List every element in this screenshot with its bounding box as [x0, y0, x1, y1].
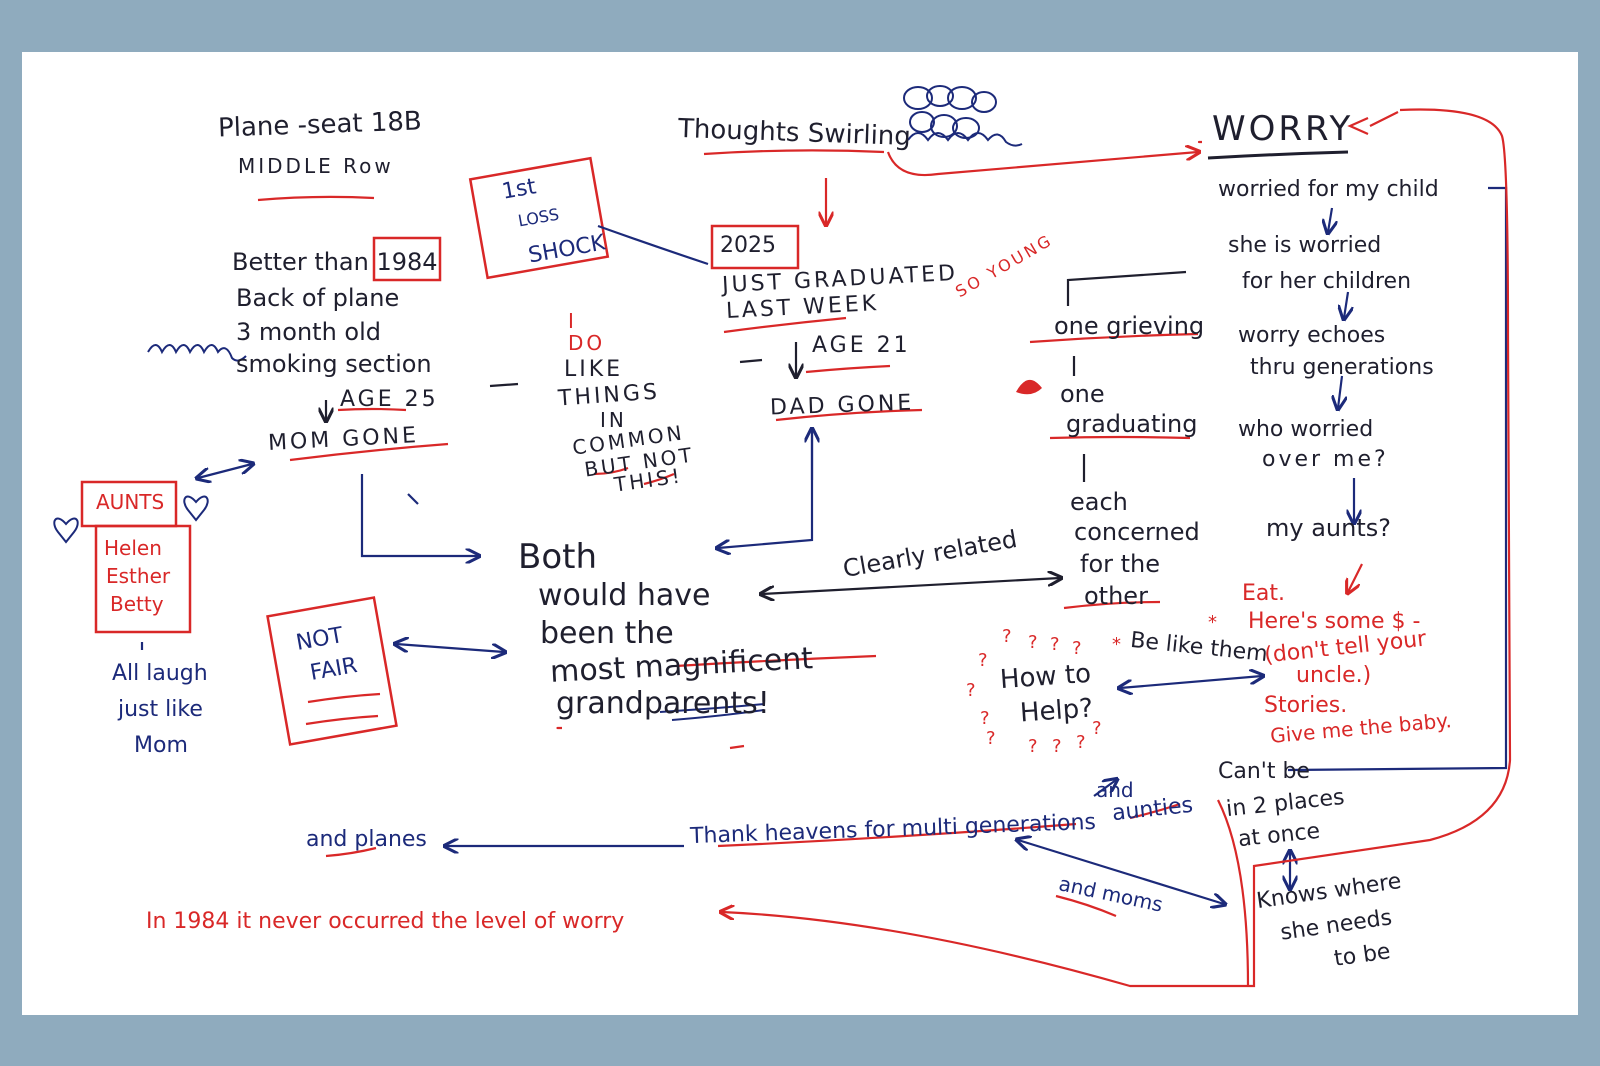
- aunt-name-1: Helen: [104, 536, 162, 560]
- grandparents-underline: [659, 703, 765, 721]
- each-line-3: for the: [1080, 550, 1161, 578]
- both-line-2: would have: [538, 578, 711, 613]
- cant-be-line1: Can't be: [1218, 759, 1310, 784]
- svg-text:?: ?: [1052, 736, 1062, 757]
- svg-text:?: ?: [1092, 718, 1102, 739]
- red-arrows: [722, 108, 1512, 988]
- common-line-1: LIKE: [564, 357, 624, 382]
- heart-icon-left: [53, 517, 79, 544]
- year-2025-box: [710, 224, 800, 270]
- aunt-name-2: Esther: [106, 564, 171, 588]
- loss-box: [468, 156, 610, 280]
- both-line-1: Both: [518, 537, 598, 577]
- svg-text:?: ?: [1072, 638, 1082, 659]
- year-2025-label: 2025: [720, 233, 776, 258]
- back-of-plane-line: Back of plane: [236, 284, 400, 312]
- i-do-label: I DO: [568, 309, 606, 355]
- worry-item-1: worried for my child: [1218, 177, 1439, 202]
- aunts-note-2: just like: [118, 697, 203, 722]
- one-graduating-line2: graduating: [1066, 410, 1198, 438]
- svg-text:?: ?: [1002, 626, 1012, 647]
- how-to-help-line2: Help?: [1018, 693, 1094, 729]
- aunt-tip-5: Stories.: [1264, 693, 1348, 718]
- age-25-label: AGE 25: [340, 387, 439, 412]
- aunts-box: [80, 480, 192, 634]
- middle-row-text: MIDDLE Row: [238, 154, 394, 178]
- heart-icon-right: [183, 495, 209, 522]
- aunt-name-3: Betty: [110, 592, 164, 616]
- aunt-tip-4: uncle.): [1296, 663, 1372, 688]
- svg-text:?: ?: [986, 728, 996, 749]
- loss-box-line1: 1st: [500, 174, 538, 205]
- svg-text:?: ?: [1050, 634, 1060, 655]
- black-connectors: [326, 270, 1187, 594]
- not-fair-box: [266, 596, 398, 746]
- svg-text:*: *: [1208, 612, 1217, 633]
- paper-sheet: [22, 52, 1578, 1015]
- in-1984-label: In 1984 it never occurred the level of w…: [146, 909, 625, 934]
- three-month-old-line: 3 month old: [236, 318, 382, 346]
- each-line-1: each: [1070, 488, 1128, 516]
- svg-text:?: ?: [1076, 732, 1086, 753]
- svg-text:?: ?: [966, 680, 976, 701]
- smoking-section-line: smoking section: [236, 350, 432, 378]
- swirl-scribble: [903, 85, 1023, 147]
- worry-item-4b: over me?: [1262, 447, 1389, 472]
- worry-item-5: my aunts?: [1266, 514, 1391, 542]
- better-than-line: Better than 1984: [232, 248, 438, 276]
- svg-text:?: ?: [978, 650, 988, 671]
- aunt-tip-1: Eat.: [1242, 581, 1286, 606]
- age-21-label: AGE 21: [812, 333, 911, 358]
- and-aunties-line1: and: [1096, 778, 1134, 802]
- worry-underline: [1207, 150, 1349, 160]
- aunts-note-3: Mom: [134, 733, 188, 758]
- svg-text:*: *: [1112, 634, 1121, 655]
- one-graduating-line1: one: [1060, 380, 1105, 408]
- aunts-title: AUNTS: [96, 490, 165, 514]
- each-line-2: concerned: [1074, 518, 1200, 546]
- worry-item-2: she is worried: [1228, 233, 1382, 258]
- both-line-5: grandparents!: [556, 686, 770, 721]
- blue-arrows: [140, 186, 1508, 904]
- worry-item-2b: for her children: [1242, 269, 1412, 294]
- year-1984-box: [372, 236, 442, 282]
- one-grieving-label: one grieving: [1054, 312, 1205, 340]
- worry-item-3b: thru generations: [1250, 355, 1434, 380]
- svg-text:?: ?: [1028, 736, 1038, 757]
- svg-text:?: ?: [980, 708, 990, 729]
- worry-item-4: who worried: [1238, 417, 1374, 442]
- and-planes-label: and planes: [306, 827, 427, 852]
- each-line-4: other: [1084, 582, 1148, 610]
- aunt-tip-2: Here's some $ -: [1248, 609, 1421, 634]
- aunts-note-1: All laugh: [112, 661, 208, 686]
- how-to-help-line1: How to: [999, 658, 1092, 696]
- doodle-squiggle-left: [147, 344, 247, 362]
- worry-item-3: worry echoes: [1238, 323, 1386, 348]
- red-blob-icon: [1016, 379, 1042, 395]
- worry-heading: WORRY: [1212, 109, 1354, 149]
- red-underlines: [257, 140, 1202, 918]
- dad-gone-label: DAD GONE: [769, 390, 915, 421]
- svg-text:?: ?: [1028, 632, 1038, 653]
- question-marks: ???? ???? ???? * *: [966, 612, 1217, 757]
- common-line-3: IN: [600, 408, 627, 432]
- both-line-3: been the: [540, 616, 674, 651]
